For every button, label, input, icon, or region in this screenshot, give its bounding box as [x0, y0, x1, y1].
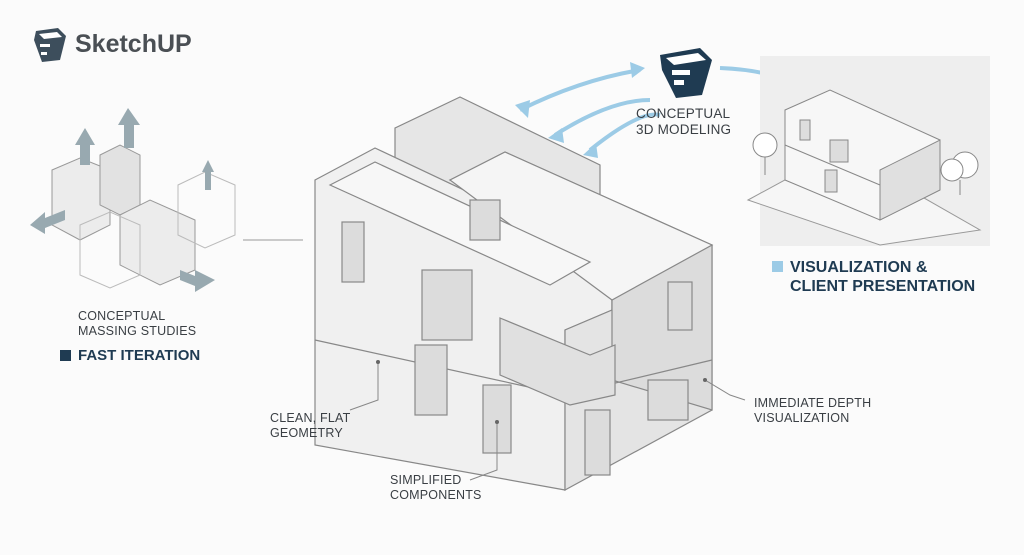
main-building-illustration: [314, 96, 714, 492]
sketchup-center-icon: [660, 48, 712, 98]
sketchup-logo-icon: [34, 28, 66, 62]
visualization-heading: VISUALIZATION & CLIENT PRESENTATION: [790, 259, 976, 295]
callout-geometry: CLEAN, FLAT GEOMETRY: [270, 411, 351, 440]
brand-name: SketchUP: [75, 30, 192, 58]
fast-iteration-heading: FAST ITERATION: [78, 347, 201, 364]
render-panel: [746, 56, 990, 246]
callout-components: SIMPLIFIED COMPONENTS: [390, 473, 482, 502]
conceptual-3d-label: CONCEPTUAL 3D MODELING: [636, 106, 732, 137]
navy-square-icon: [60, 350, 71, 361]
callout-depth: IMMEDIATE DEPTH VISUALIZATION: [754, 396, 872, 425]
massing-studies-illustration: [30, 108, 236, 292]
massing-caption: CONCEPTUAL MASSING STUDIES: [78, 309, 197, 338]
blue-square-icon: [772, 261, 783, 272]
